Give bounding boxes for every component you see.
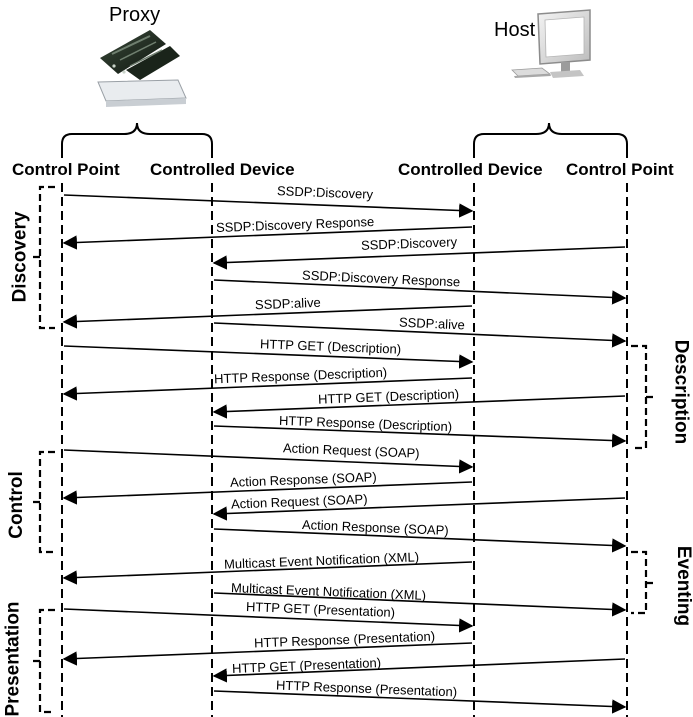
proxy-title: Proxy xyxy=(109,4,161,26)
phase-presentation-label: Presentation xyxy=(2,601,24,717)
message-label-5: SSDP:alive xyxy=(254,294,321,313)
phase-discovery-label: Discovery xyxy=(9,211,31,303)
host-control-point-label: Control Point xyxy=(566,160,674,179)
message-arrow-14 xyxy=(213,528,627,553)
message-arrow-4 xyxy=(213,279,627,305)
message-arrow-17 xyxy=(63,608,474,633)
message-arrow-10 xyxy=(213,425,627,448)
message-arrow-3 xyxy=(212,246,626,270)
message-arrow-1 xyxy=(63,194,474,218)
message-arrow-8 xyxy=(62,377,473,401)
router-icon xyxy=(97,30,187,107)
phase-control-label: Control xyxy=(5,471,27,539)
presentation-bracket xyxy=(30,608,55,714)
message-arrow-5 xyxy=(62,305,473,329)
proxy-controlled-device-label: Controlled Device xyxy=(150,160,295,179)
proxy-control-point-label: Control Point xyxy=(12,160,120,179)
discovery-bracket xyxy=(30,185,55,330)
message-arrow-19 xyxy=(212,658,626,683)
message-arrow-7 xyxy=(63,345,474,369)
proxy-brace xyxy=(61,122,213,158)
message-arrow-20 xyxy=(213,690,627,714)
message-arrow-15 xyxy=(62,561,473,585)
message-arrow-11 xyxy=(63,449,474,474)
message-arrow-18 xyxy=(62,642,473,666)
lifelines xyxy=(61,183,628,717)
message-label-6: SSDP:alive xyxy=(398,314,466,333)
eventing-bracket xyxy=(631,550,656,615)
phase-brackets xyxy=(30,185,656,714)
message-arrow-6 xyxy=(213,322,627,348)
description-bracket xyxy=(631,344,656,450)
phase-description-label: Description xyxy=(670,339,692,445)
host-title: Host xyxy=(494,19,536,41)
host-brace xyxy=(473,122,628,158)
message-arrow-9 xyxy=(212,395,626,419)
message-arrow-16 xyxy=(213,592,627,617)
message-arrow-13 xyxy=(212,497,626,521)
phase-eventing-label: Eventing xyxy=(673,545,693,627)
message-arrow-12 xyxy=(62,481,473,505)
message-arrows xyxy=(62,194,627,714)
control-bracket xyxy=(30,450,55,554)
desktop-computer-icon xyxy=(511,9,591,78)
message-arrow-2 xyxy=(62,226,473,250)
host-controlled-device-label: Controlled Device xyxy=(398,160,543,179)
